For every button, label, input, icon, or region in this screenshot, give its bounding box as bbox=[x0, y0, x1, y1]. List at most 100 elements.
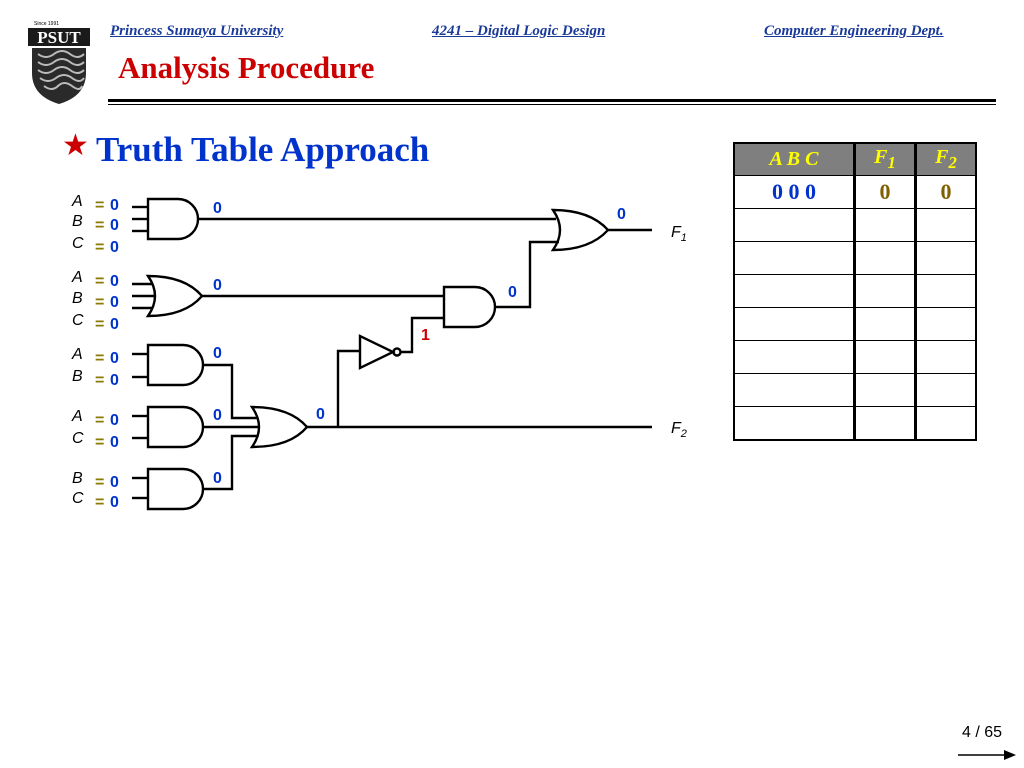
row-f1 bbox=[853, 241, 916, 275]
input-value: 0 bbox=[110, 239, 119, 256]
equals-sign: = bbox=[95, 294, 104, 311]
row-inputs bbox=[733, 373, 855, 407]
gate1-output-value: 0 bbox=[213, 200, 222, 217]
row-inputs bbox=[733, 406, 855, 441]
bullet-text: Truth Table Approach bbox=[96, 130, 430, 169]
row-inputs bbox=[733, 241, 855, 275]
input-labels: A=0B=0C=0A=0B=0C=0A=0B=0A=0C=0B=0C=0 bbox=[71, 193, 119, 511]
input-name: B bbox=[72, 290, 83, 307]
gate5-output-value: 0 bbox=[213, 470, 222, 487]
psut-logo: Since 1991 PSUT bbox=[28, 21, 90, 104]
input-value: 0 bbox=[110, 197, 119, 214]
input-value: 0 bbox=[110, 316, 119, 333]
equals-sign: = bbox=[95, 239, 104, 256]
and3-gate bbox=[132, 197, 556, 241]
inverter-gate bbox=[358, 316, 444, 370]
page-number: 4 / 65 bbox=[961, 724, 1002, 741]
equals-sign: = bbox=[95, 434, 104, 451]
row-f1 bbox=[853, 274, 916, 308]
input-name: A bbox=[71, 346, 83, 363]
row-f1: 0 bbox=[853, 175, 916, 209]
row-inputs bbox=[733, 307, 855, 341]
input-value: 0 bbox=[110, 412, 119, 429]
row-f2 bbox=[914, 241, 977, 275]
row-f2 bbox=[914, 406, 977, 441]
input-value: 0 bbox=[110, 494, 119, 511]
equals-sign: = bbox=[95, 350, 104, 367]
gate2-output-value: 0 bbox=[213, 277, 222, 294]
input-name: C bbox=[72, 430, 84, 447]
slide-title: Analysis Procedure bbox=[118, 50, 375, 85]
row-inputs bbox=[733, 340, 855, 374]
input-value: 0 bbox=[110, 273, 119, 290]
and2-gate-ac bbox=[132, 405, 260, 449]
truth-table-row bbox=[733, 373, 977, 407]
truth-table-row bbox=[733, 274, 977, 308]
and2-gate-f1 bbox=[442, 240, 559, 329]
logo-since: Since 1991 bbox=[34, 21, 59, 27]
row-f1 bbox=[853, 340, 916, 374]
header-inputs: A B C bbox=[733, 142, 855, 176]
equals-sign: = bbox=[95, 197, 104, 214]
f2-label: F2 bbox=[671, 420, 687, 440]
header-f2: F2 bbox=[914, 142, 977, 176]
input-name: C bbox=[72, 490, 84, 507]
row-inputs: 0 0 0 bbox=[733, 175, 855, 209]
truth-table-row bbox=[733, 307, 977, 341]
and2-output-value: 0 bbox=[508, 284, 517, 301]
row-f1 bbox=[853, 208, 916, 242]
row-f1 bbox=[853, 373, 916, 407]
input-name: A bbox=[71, 269, 83, 286]
input-value: 0 bbox=[110, 350, 119, 367]
or2-gate-f1 bbox=[550, 208, 652, 252]
truth-table-row bbox=[733, 406, 977, 441]
or3-output-value: 0 bbox=[316, 406, 325, 423]
circuit-diagram: A=0B=0C=0A=0B=0C=0A=0B=0A=0C=0B=0C=0 0 0… bbox=[71, 193, 687, 511]
f1-label: F1 bbox=[671, 224, 687, 244]
input-name: C bbox=[72, 312, 84, 329]
row-f2: 0 bbox=[914, 175, 977, 209]
header-course: 4241 – Digital Logic Design bbox=[432, 23, 606, 39]
header-university: Princess Sumaya University bbox=[110, 23, 284, 39]
inverter-output-value: 1 bbox=[421, 327, 430, 344]
header-f1: F1 bbox=[853, 142, 916, 176]
input-value: 0 bbox=[110, 474, 119, 491]
row-f2 bbox=[914, 274, 977, 308]
header-department: Computer Engineering Dept. bbox=[764, 23, 944, 39]
input-name: A bbox=[71, 193, 83, 210]
input-name: B bbox=[72, 470, 83, 487]
row-f2 bbox=[914, 373, 977, 407]
input-value: 0 bbox=[110, 217, 119, 234]
star-icon: ★ bbox=[62, 129, 89, 162]
and2-gate-bc bbox=[132, 434, 258, 511]
f1-gate-output-value: 0 bbox=[617, 206, 626, 223]
truth-table-header: A B C F1 F2 bbox=[733, 142, 977, 176]
row-f1 bbox=[853, 307, 916, 341]
row-inputs bbox=[733, 208, 855, 242]
truth-table-row bbox=[733, 241, 977, 275]
gate4-output-value: 0 bbox=[213, 407, 222, 424]
equals-sign: = bbox=[95, 316, 104, 333]
or3-gate-level2 bbox=[249, 349, 652, 449]
logo-initials: PSUT bbox=[37, 28, 81, 47]
equals-sign: = bbox=[95, 273, 104, 290]
row-f2 bbox=[914, 340, 977, 374]
row-f1 bbox=[853, 406, 916, 441]
equals-sign: = bbox=[95, 217, 104, 234]
input-name: B bbox=[72, 213, 83, 230]
header-rule-thin bbox=[108, 104, 996, 105]
gate3-output-value: 0 bbox=[213, 345, 222, 362]
arrow-right-icon[interactable] bbox=[958, 747, 1018, 761]
truth-table-row bbox=[733, 340, 977, 374]
equals-sign: = bbox=[95, 474, 104, 491]
input-name: C bbox=[72, 235, 84, 252]
header-rule bbox=[108, 99, 996, 102]
row-inputs bbox=[733, 274, 855, 308]
row-f2 bbox=[914, 307, 977, 341]
row-f2 bbox=[914, 208, 977, 242]
input-value: 0 bbox=[110, 294, 119, 311]
truth-table-row bbox=[733, 208, 977, 242]
input-value: 0 bbox=[110, 372, 119, 389]
